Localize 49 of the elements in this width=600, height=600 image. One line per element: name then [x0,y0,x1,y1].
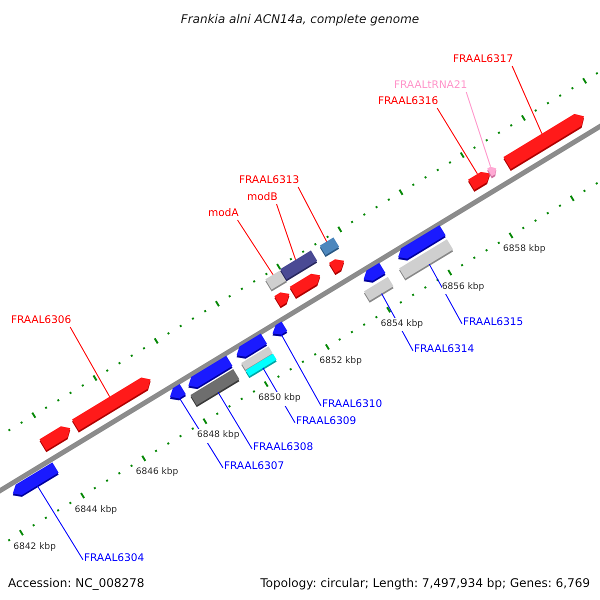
leader-line [70,326,110,398]
gene-label: FRAAL6308 [253,441,314,454]
scale-label: 6856 kbp [442,280,484,294]
gene-label: FRAAL6310 [322,398,382,411]
gene-label: FRAAL6309 [296,415,356,428]
leader-line [436,108,478,174]
leader-line [428,264,462,324]
gene-block [290,274,320,299]
gene-label: FRAAL6306 [11,314,72,327]
gene-block [40,426,70,452]
gene-block [72,377,151,433]
leader-line [298,186,328,242]
gene-block [487,166,496,178]
feature-bar [280,250,318,282]
feature-bar [190,369,240,408]
gene-block [274,292,290,308]
feature-bar [246,354,277,378]
gene-block [272,322,288,336]
leader-line [36,485,84,560]
accession-text: Accession: NC_008278 [8,575,144,592]
gene-label: FRAAL6317 [453,53,514,66]
gene-label: FRAAL6304 [84,552,144,565]
gene-label: modB [247,191,278,204]
feature-bar [320,237,340,258]
scale-label: 6854 kbp [380,318,424,332]
leader-line [466,92,492,168]
leader-line [280,334,322,406]
gene-block [12,462,59,497]
gene-block [329,259,344,276]
gene-label: FRAAL6315 [463,316,524,329]
title: Frankia alni ACN14a, complete genome [180,11,420,28]
gene-label: FRAAL6314 [414,343,474,356]
leader-line [512,66,542,134]
gene-block [364,262,386,283]
gene-label: FRAAL6316 [378,95,438,108]
genome-info-text: Topology: circular; Length: 7,497,934 bp; Genes: 6,769 [260,575,590,592]
scale-label: 6850 kbp [258,392,301,406]
gene-label: FRAAL6313 [239,174,300,187]
gene-label: FRAAL6307 [224,460,284,473]
gene-label: FRAALtRNA21 [394,79,468,92]
leader-line [218,392,252,450]
gene-block [468,172,490,192]
scale-label: 6848 kbp [197,429,240,443]
leader-line [276,204,296,260]
gene-block [503,114,584,171]
gene-block [170,384,186,400]
gene-block [398,225,446,261]
gene-label: modA [208,207,239,220]
leader-line [237,220,274,276]
